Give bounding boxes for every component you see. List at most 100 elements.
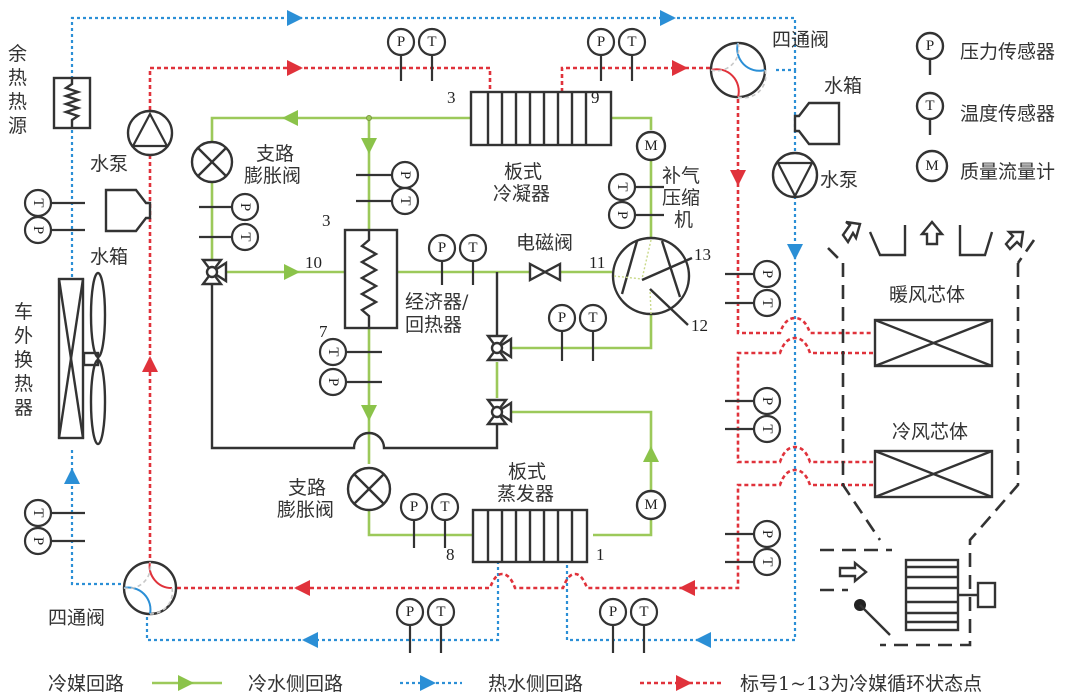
economizer-label-1: 经济器/ <box>405 291 469 313</box>
hot-arrow <box>672 60 688 76</box>
ref-arrow <box>643 446 659 462</box>
hvac-housing <box>820 220 1036 647</box>
svg-text:M: M <box>644 138 657 154</box>
three-way-valve-left <box>200 258 228 286</box>
svg-text:P: P <box>926 38 934 54</box>
temperature-sensor: T <box>199 222 260 252</box>
pressure-symbol: P <box>759 270 775 278</box>
four-way-valve-bottom <box>122 560 178 616</box>
legend-state-point-note: 标号1~13为冷媒循环状态点 <box>740 673 982 695</box>
left-water-tank-label: 水箱 <box>90 246 128 268</box>
temperature-sensor: T <box>23 188 85 218</box>
cooler-core <box>873 449 994 499</box>
pressure-symbol: P <box>614 211 630 219</box>
plate-condenser-label-2: 冷凝器 <box>493 183 550 205</box>
state-point-numbers: 3 9 3 10 7 11 13 12 8 1 <box>305 88 711 564</box>
four-way-valve-top <box>709 41 767 99</box>
waste-heat-source <box>52 76 92 130</box>
pressure-symbol: P <box>397 34 405 50</box>
legend-refrigerant-loop: 冷媒回路 <box>48 673 124 695</box>
state-point-1: 1 <box>596 545 605 564</box>
temperature-sensor: T <box>617 27 647 81</box>
cold-arrow <box>287 10 303 26</box>
legend-temperature-sensor: 温度传感器 <box>960 103 1055 125</box>
right-water-tank-label: 水箱 <box>824 75 862 97</box>
pressure-symbol: P <box>406 604 414 620</box>
svg-text:M: M <box>925 158 938 174</box>
cold-arrow <box>695 632 711 648</box>
hot-arrow <box>287 60 303 76</box>
blower-fan <box>904 558 997 632</box>
temperature-symbol: T <box>30 198 46 207</box>
temperature-symbol: T <box>427 34 436 50</box>
vapor-injection-compressor <box>611 236 693 326</box>
ref-arrow <box>361 138 377 154</box>
three-way-valve-low <box>485 398 513 426</box>
temperature-sensor: T <box>417 27 447 81</box>
loop-legend: 冷媒回路 冷水侧回路 热水侧回路 标号1~13为冷媒循环状态点 <box>48 673 982 695</box>
pressure-sensor: P <box>586 27 616 81</box>
mass-flow-meter-top: M <box>635 130 667 162</box>
state-point-11: 11 <box>589 253 605 272</box>
outdoor-heat-exchanger <box>57 271 107 446</box>
upper-expansion-valve-label-2: 膨胀阀 <box>244 165 301 187</box>
cooler-core-label: 冷风芯体 <box>892 421 968 443</box>
hot-arrow <box>679 580 695 596</box>
economizer <box>343 228 399 330</box>
compressor-label: 补气压缩机 <box>662 165 700 231</box>
three-way-valve-mid <box>485 334 513 362</box>
pressure-symbol: P <box>558 310 566 326</box>
lower-branch-expansion-valve <box>346 466 392 512</box>
cold-arrow <box>64 468 80 484</box>
state-point-8: 8 <box>446 545 455 564</box>
temperature-symbol: T <box>325 347 341 356</box>
pressure-sensor: P <box>199 192 260 222</box>
pressure-sensor: P <box>386 27 416 81</box>
temperature-symbol: T <box>237 232 253 241</box>
temperature-symbol: T <box>759 557 775 566</box>
temperature-symbol: T <box>588 310 597 326</box>
pressure-symbol: P <box>759 530 775 538</box>
pressure-sensor: P <box>399 492 429 548</box>
ref-arrow <box>282 110 298 126</box>
temperature-sensor: T <box>725 288 782 318</box>
temperature-symbol: T <box>30 508 46 517</box>
state-point-10: 10 <box>305 253 322 272</box>
temperature-sensor: T <box>458 233 488 285</box>
hot-arrow <box>730 170 746 186</box>
plate-condenser <box>469 90 613 147</box>
pressure-sensor: P <box>23 526 85 556</box>
pressure-sensor: P <box>547 303 577 361</box>
pressure-symbol: P <box>30 226 46 234</box>
pressure-symbol: P <box>30 537 46 545</box>
four-way-valve-bottom-label: 四通阀 <box>48 607 105 629</box>
mass-flow-meter-bottom: M <box>635 489 667 521</box>
hot-arrow <box>142 356 158 372</box>
right-water-pump <box>771 151 819 199</box>
state-point-7: 7 <box>319 322 328 341</box>
cold-arrow <box>302 632 318 648</box>
left-water-pump-label: 水泵 <box>90 153 128 175</box>
pressure-sensor: P <box>607 200 664 230</box>
state-point-9: 9 <box>591 88 600 107</box>
left-water-tank <box>104 188 152 233</box>
cold-arrow <box>660 10 676 26</box>
plate-condenser-label-1: 板式 <box>504 161 542 183</box>
plate-evaporator <box>471 508 589 564</box>
pressure-sensor: P <box>725 259 782 289</box>
legend-mass-flow-meter: 质量流量计 <box>960 161 1055 183</box>
upper-expansion-valve-label-1: 支路 <box>256 143 294 165</box>
pressure-sensor: P <box>725 519 782 549</box>
sensor-legend: P 压力传感器 T 温度传感器 M 质量流量计 <box>915 31 1055 183</box>
temperature-sensor: T <box>607 172 664 202</box>
temperature-symbol: T <box>440 499 449 515</box>
temperature-symbol: T <box>614 182 630 191</box>
svg-text:M: M <box>644 497 657 513</box>
temperature-sensor: T <box>318 337 382 367</box>
temperature-sensor: T <box>356 186 420 216</box>
pressure-symbol: P <box>438 240 446 256</box>
upper-branch-expansion-valve <box>190 140 234 184</box>
pressure-sensor: P <box>395 597 425 653</box>
